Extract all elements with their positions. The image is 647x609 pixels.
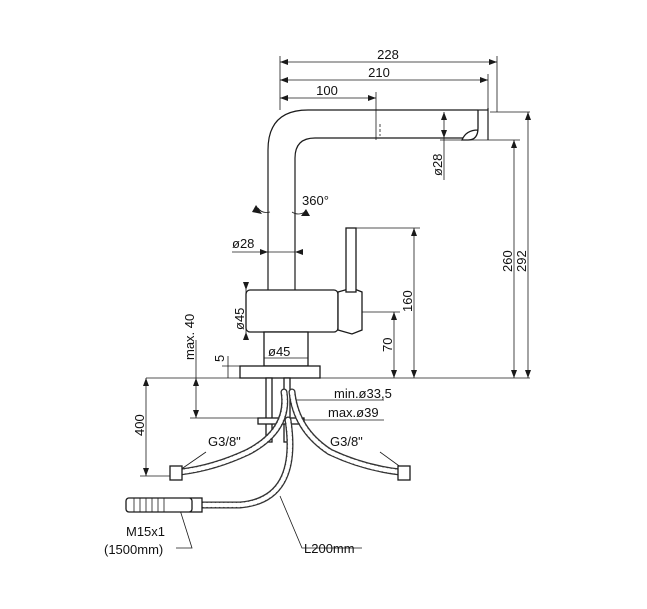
label-reach: 100 [316, 83, 338, 98]
label-base-dia: ø45 [268, 344, 290, 359]
label-right-thread: G3/8" [330, 434, 363, 449]
label-pullout-thread: M15x1 [126, 524, 165, 539]
label-height-total: 292 [514, 250, 529, 272]
label-below-deck: 400 [132, 414, 147, 436]
connection-labels: G3/8" G3/8" M15x1 (1500mm) L200mm [104, 434, 363, 557]
dimension-lines [140, 56, 531, 549]
label-spout-dia: ø28 [430, 154, 445, 176]
label-left-thread: G3/8" [208, 434, 241, 449]
dimension-labels: 228 210 100 ø28 360° ø28 292 260 160 ø45… [132, 47, 529, 436]
label-width-spout: 210 [368, 65, 390, 80]
pullout-connector [125, 497, 193, 513]
label-body-dia: ø28 [232, 236, 254, 251]
label-max-deck: max. 40 [182, 314, 197, 360]
label-body-lower-dia: ø45 [232, 308, 247, 330]
faucet-body [239, 227, 363, 443]
label-hole-min: min.ø33,5 [334, 386, 392, 401]
label-hole-max: max.ø39 [328, 405, 379, 420]
label-height-lever: 160 [400, 290, 415, 312]
label-width-total: 228 [377, 47, 399, 62]
label-base-height: 70 [380, 338, 395, 352]
hoses [125, 388, 411, 513]
label-hose-length: L200mm [304, 541, 355, 556]
label-rotation: 360° [302, 193, 329, 208]
label-height-spout: 260 [500, 250, 515, 272]
label-pullout-length: (1500mm) [104, 542, 163, 557]
label-gap: 5 [212, 355, 227, 362]
rotation-arrows [252, 205, 310, 216]
faucet-spout [267, 108, 489, 292]
